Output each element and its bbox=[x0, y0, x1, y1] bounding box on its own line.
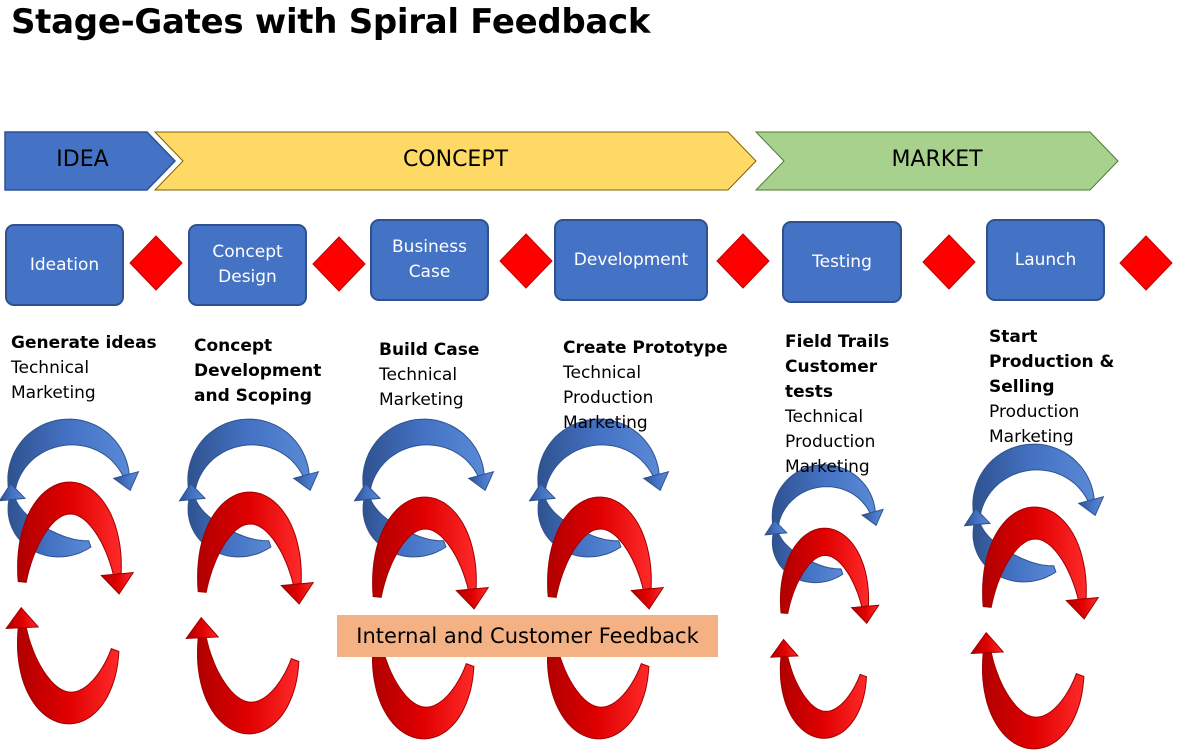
spiral-6-red-upper-arc bbox=[982, 506, 1087, 608]
stage-item: Marketing bbox=[563, 413, 648, 433]
page-title: Stage-Gates with Spiral Feedback bbox=[11, 2, 651, 42]
stage-heading: Create Prototype bbox=[563, 338, 728, 358]
stage-description-concept-design: Concept Development and Scoping bbox=[194, 334, 321, 409]
spiral-6-red-lower-arc bbox=[982, 651, 1085, 750]
spiral-3-blue-lower-arrowhead bbox=[353, 482, 382, 502]
phase-label-concept: CONCEPT bbox=[402, 147, 509, 172]
phase-label-idea: IDEA bbox=[56, 147, 109, 172]
stage-item: Production bbox=[989, 402, 1080, 422]
stage-label: Concept Design bbox=[212, 242, 283, 287]
spiral-5-red-upper-arrowhead bbox=[850, 604, 880, 625]
spiral-2-red-lower-arrowhead bbox=[185, 616, 220, 639]
stage-label: Business Case bbox=[392, 237, 467, 282]
stage-item: Production bbox=[785, 432, 876, 452]
spiral-5-red-lower-arc bbox=[779, 655, 868, 739]
stage-box-development: Development bbox=[554, 219, 708, 301]
stage-box-concept-design: Concept Design bbox=[188, 224, 307, 306]
gate-4 bbox=[716, 233, 770, 289]
stage-heading: Start Production & Selling bbox=[989, 327, 1115, 397]
gates bbox=[129, 233, 1173, 292]
stage-box-testing: Testing bbox=[782, 221, 902, 303]
spiral-5-red-lower-arrowhead bbox=[769, 638, 799, 658]
spiral-4-blue-lower-arrowhead bbox=[528, 482, 557, 502]
stage-heading: Build Case bbox=[379, 340, 480, 360]
stage-box-ideation: Ideation bbox=[5, 224, 124, 306]
spiral-2-blue-upper-arc bbox=[187, 418, 310, 491]
spiral-2-blue-lower-arrowhead bbox=[178, 482, 207, 502]
stage-box-business-case: Business Case bbox=[370, 219, 489, 301]
spiral-1-blue-upper-arrowhead bbox=[112, 470, 140, 492]
spiral-1-red-lower-arrowhead bbox=[5, 606, 40, 629]
spiral-6-blue-lower-arrowhead bbox=[963, 507, 992, 527]
gate-3 bbox=[499, 233, 553, 289]
stage-item: Technical bbox=[563, 363, 642, 383]
stage-heading: Field Trails Customer tests bbox=[785, 332, 890, 402]
phase-arrow-idea bbox=[4, 131, 177, 191]
stage-item: Marketing bbox=[989, 427, 1074, 447]
spiral-1-blue-lower-arrowhead bbox=[0, 482, 27, 502]
spiral-2-red-upper-arrowhead bbox=[280, 582, 315, 605]
spiral-4-red-upper-arrowhead bbox=[630, 587, 665, 610]
spiral-4-blue-upper-arrowhead bbox=[642, 470, 670, 492]
spiral-6-red-lower-arrowhead bbox=[970, 631, 1005, 654]
stage-heading: Concept Development and Scoping bbox=[194, 336, 322, 406]
stage-description-ideation: Generate ideas Technical Marketing bbox=[11, 331, 157, 406]
spiral-6-blue-upper-arrowhead bbox=[1077, 495, 1105, 517]
spiral-3-blue-upper-arrowhead bbox=[467, 470, 495, 492]
stage-label: Testing bbox=[812, 251, 872, 272]
spiral-3-red-upper-arrowhead bbox=[455, 587, 490, 610]
stage-box-launch: Launch bbox=[986, 219, 1105, 301]
stage-item: Production bbox=[563, 388, 654, 408]
spiral-5-blue-upper-arrowhead bbox=[860, 508, 884, 527]
stage-label: Ideation bbox=[29, 254, 100, 275]
spiral-1-red-upper-arc bbox=[17, 481, 122, 583]
stage-description-development: Create Prototype Technical Production Ma… bbox=[563, 336, 728, 436]
phase-arrow-market bbox=[754, 131, 1119, 191]
stage-item: Marketing bbox=[11, 383, 96, 403]
stage-item: Marketing bbox=[379, 390, 464, 410]
stage-item: Technical bbox=[11, 358, 90, 378]
spiral-2-blue-upper-arrowhead bbox=[292, 470, 320, 492]
spiral-1-red-lower-arc bbox=[17, 626, 120, 725]
spiral-2-red-lower-arc bbox=[197, 636, 300, 735]
spiral-1-blue-upper-arc bbox=[7, 418, 130, 491]
spiral-feedback-loops bbox=[0, 418, 1105, 750]
spiral-6-blue-upper-arc bbox=[972, 443, 1095, 516]
feedback-label-box: Internal and Customer Feedback bbox=[337, 615, 718, 657]
stage-item: Technical bbox=[379, 365, 458, 385]
stage-item: Technical bbox=[785, 407, 864, 427]
spiral-5-blue-lower-arrowhead bbox=[764, 519, 788, 536]
gate-5 bbox=[922, 234, 976, 290]
spiral-6-red-upper-arrowhead bbox=[1065, 597, 1100, 620]
stage-heading: Generate ideas bbox=[11, 333, 157, 353]
gate-6 bbox=[1119, 235, 1173, 291]
gate-2 bbox=[312, 236, 366, 292]
stage-description-business-case: Build Case Technical Marketing bbox=[379, 338, 479, 413]
gate-1 bbox=[129, 235, 183, 291]
phase-label-market: MARKET bbox=[891, 147, 983, 172]
feedback-label: Internal and Customer Feedback bbox=[356, 624, 699, 648]
stage-label: Development bbox=[573, 249, 689, 270]
stage-label: Launch bbox=[1014, 249, 1077, 270]
spiral-1-red-upper-arrowhead bbox=[100, 572, 135, 595]
spiral-3-blue-upper-arc bbox=[362, 418, 485, 491]
phase-arrow-concept bbox=[153, 131, 757, 191]
stage-item: Marketing bbox=[785, 457, 870, 477]
stage-description-testing: Field Trails Customer tests Technical Pr… bbox=[785, 330, 889, 480]
stage-description-launch: Start Production & Selling Production Ma… bbox=[989, 325, 1114, 450]
